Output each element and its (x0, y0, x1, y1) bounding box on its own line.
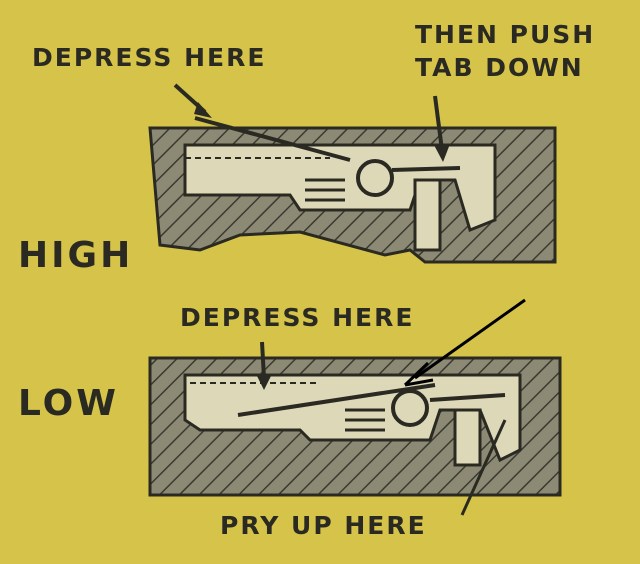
low-depress-label: DEPRESS HERE (180, 303, 415, 332)
high-label: HIGH (18, 235, 134, 276)
pry-label: PRY UP HERE (220, 511, 427, 540)
high-push-label-line2: TAB DOWN (415, 53, 584, 82)
low-arrows (256, 298, 526, 516)
high-push-label-line1: THEN PUSH (415, 20, 596, 49)
high-depress-label: DEPRESS HERE (32, 43, 267, 72)
low-label: LOW (18, 383, 119, 424)
annotation-arrow (414, 298, 526, 380)
high-arrows (173, 83, 450, 162)
low-mechanism (148, 356, 562, 497)
high-mechanism (148, 116, 557, 264)
